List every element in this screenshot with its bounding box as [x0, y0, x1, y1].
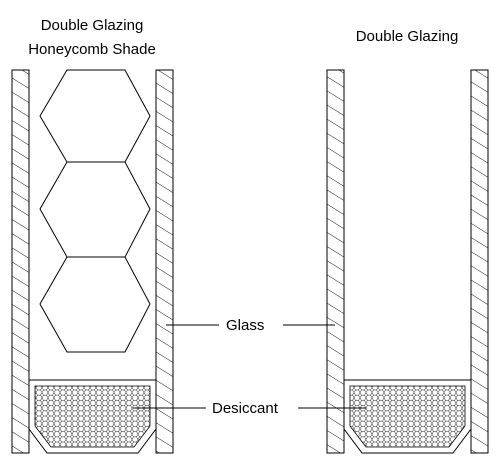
- left-inner-glass-pane: [155, 69, 174, 454]
- glass-label: Glass: [226, 317, 264, 334]
- left-title-line1: Double Glazing: [41, 17, 144, 34]
- left-desiccant-spacer: [28, 379, 157, 454]
- honeycomb-cell-middle: [39, 161, 151, 258]
- left-title-line2: Honeycomb Shade: [28, 41, 156, 58]
- right-title: Double Glazing: [356, 28, 459, 45]
- honeycomb-cell-top: [39, 69, 151, 163]
- right-outer-glass-pane: [326, 69, 345, 454]
- desiccant-label: Desiccant: [212, 400, 279, 417]
- right-inner-glass-pane: [470, 69, 489, 454]
- honeycomb-cell-bottom: [39, 256, 151, 353]
- right-desiccant-spacer: [343, 379, 472, 454]
- left-outer-glass-pane: [11, 69, 30, 454]
